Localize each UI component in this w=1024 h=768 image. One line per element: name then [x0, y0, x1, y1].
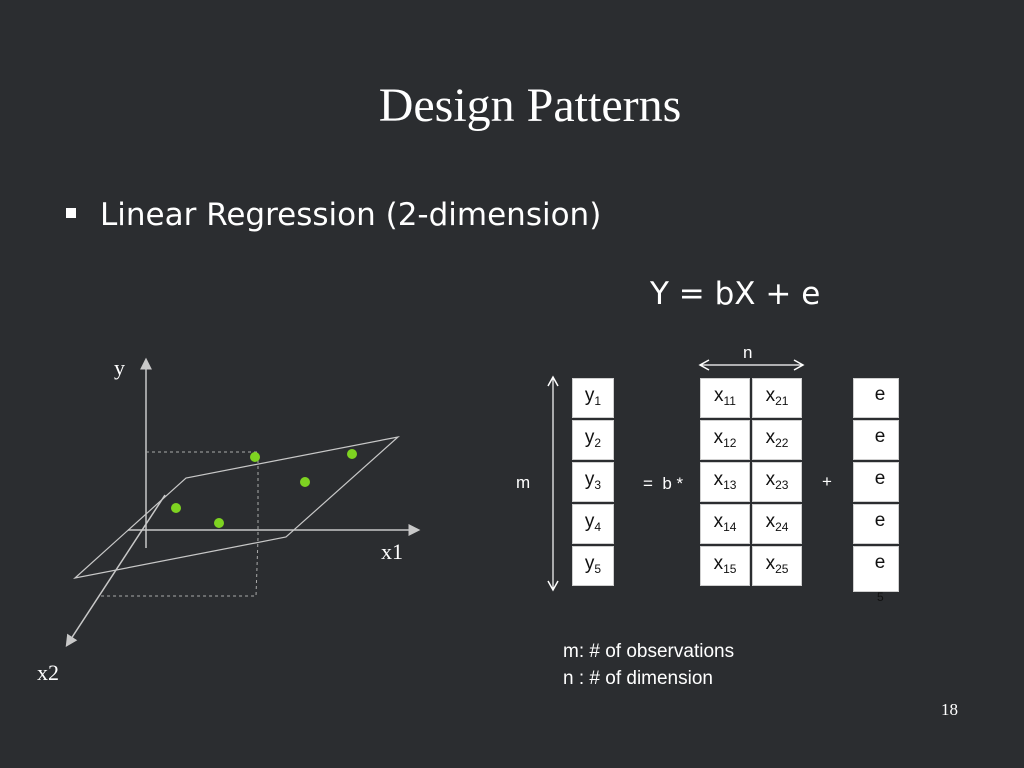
e-cell: e [853, 378, 899, 418]
y-cell: y5 [572, 546, 614, 586]
data-point [347, 449, 357, 459]
regression-plane [72, 435, 401, 580]
x-cell: x23 [752, 462, 802, 502]
equals-b-times-label: = b * [643, 474, 684, 493]
x1-axis-label: x1 [381, 539, 403, 564]
y-cell: y4 [572, 504, 614, 544]
plus-label: + [822, 472, 832, 491]
note-observations: m: # of observations [563, 641, 735, 662]
y-cell: y3 [572, 462, 614, 502]
data-point [171, 503, 181, 513]
bullet-item: Linear Regression (2-dimension) [66, 197, 601, 233]
data-point [300, 477, 310, 487]
x-cell: x14 [700, 504, 750, 544]
data-point [250, 452, 260, 462]
e-cell: e [853, 504, 899, 544]
x-cell: x11 [700, 378, 750, 418]
x-cell: x13 [700, 462, 750, 502]
y-cell: y2 [572, 420, 614, 460]
e-cell: e [853, 546, 899, 592]
square-bullet-icon [66, 208, 76, 218]
data-point [214, 518, 224, 528]
x-cell: x15 [700, 546, 750, 586]
e-subscript: 5 [877, 590, 884, 604]
note-dimension: n : # of dimension [563, 668, 713, 689]
x2-axis-label: x2 [37, 660, 59, 685]
x-cell: x12 [700, 420, 750, 460]
e-cell: e [853, 420, 899, 460]
regression-equation: Y = bX + e [650, 276, 821, 312]
x-cell: x24 [752, 504, 802, 544]
dashed-projection [100, 451, 259, 597]
y-cell: y1 [572, 378, 614, 418]
y-axis-label: y [114, 355, 125, 380]
slide-title: Design Patterns [378, 79, 682, 132]
x-cell: x21 [752, 378, 802, 418]
n-label: n [743, 343, 753, 362]
e-cell: e [853, 462, 899, 502]
bullet-text: Linear Regression (2-dimension) [100, 197, 602, 233]
x-cell: x25 [752, 546, 802, 586]
page-number: 18 [941, 700, 958, 719]
m-label: m [516, 473, 531, 492]
x-cell: x22 [752, 420, 802, 460]
